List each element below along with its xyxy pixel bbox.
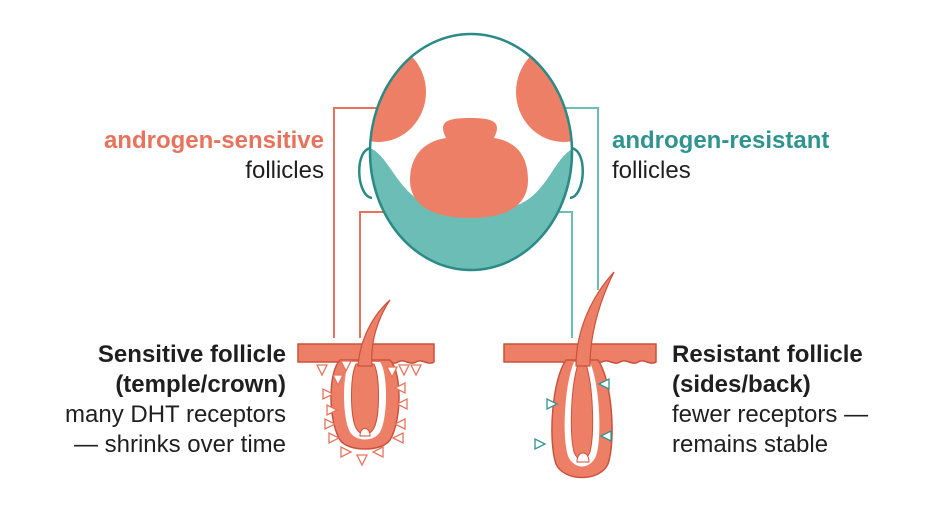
right-head-label: androgen-resistant follicles [612,126,892,186]
left-ear [358,146,373,200]
resistant-title-line2: (sides/back) [672,371,811,398]
sensitive-receptor-triangle [385,366,399,379]
sensitive-receptor-triangle [331,374,345,387]
resistant-receptor-triangle [597,377,610,391]
sensitive-hair-shaft [357,299,391,367]
resistant-desc-line1: fewer receptors — [672,401,869,428]
sensitive-receptor-triangle [315,364,329,377]
sensitive-receptor-triangle [324,417,337,431]
sensitive-receptor-triangle [355,454,369,467]
resistant-desc-line2: remains stable [672,431,829,458]
head-outline [368,32,574,272]
resistant-receptor-triangle [534,437,547,451]
sensitive-receptor-triangle [409,364,423,377]
sensitive-receptor-triangle [340,445,353,459]
sensitive-receptor-triangle [322,387,335,401]
sensitive-desc-line1: many DHT receptors [65,401,286,428]
sensitive-follicle-core [351,363,379,435]
sensitive-receptor-triangle [393,381,406,395]
right-follicles-label: follicles [612,157,691,184]
left-head-label: androgen-sensitive follicles [60,126,324,186]
head-top-view [358,32,584,272]
resistant-follicle-caption: Resistant follicle (sides/back) fewer re… [672,340,922,460]
sensitive-receptor-triangle [328,431,341,445]
androgen-resistant-label: androgen-resistant [612,127,830,154]
resistant-follicle-core [570,363,594,460]
sensitive-papilla [359,428,371,437]
sensitive-title-line2: (temple/crown) [115,371,286,398]
sensitive-receptor-triangle [393,417,406,431]
resistant-title-line1: Resistant follicle [672,341,863,368]
sensitive-follicle-caption: Sensitive follicle (temple/crown) many D… [36,340,286,460]
sensitive-title-line1: Sensitive follicle [97,341,286,368]
sensitive-connector-outer [333,107,378,338]
resistant-connector-outer [562,107,599,290]
sensitive-receptor-triangle [397,364,411,377]
sensitive-desc-line2: — shrinks over time [73,431,286,458]
resistant-receptor-triangle [599,429,612,443]
resistant-follicle [503,271,657,479]
sensitive-follicle [297,299,435,467]
sensitive-receptor-triangle [395,397,408,411]
resistant-papilla [576,452,590,463]
resistant-connector-inner [548,211,573,338]
androgen-sensitive-label: androgen-sensitive [103,127,324,154]
right-ear [569,146,584,200]
sensitive-receptor-triangle [391,431,404,445]
sensitive-receptor-triangle [339,360,353,373]
crown-region [410,118,528,218]
resistant-receptor-triangle [546,397,559,411]
sensitive-receptor-triangle [371,445,384,459]
sensitive-receptor-triangle [326,403,339,417]
left-follicles-label: follicles [245,157,324,184]
resistant-hair-shaft [575,271,615,367]
resistant-receptors [534,377,612,451]
sensitive-receptors [315,360,423,467]
